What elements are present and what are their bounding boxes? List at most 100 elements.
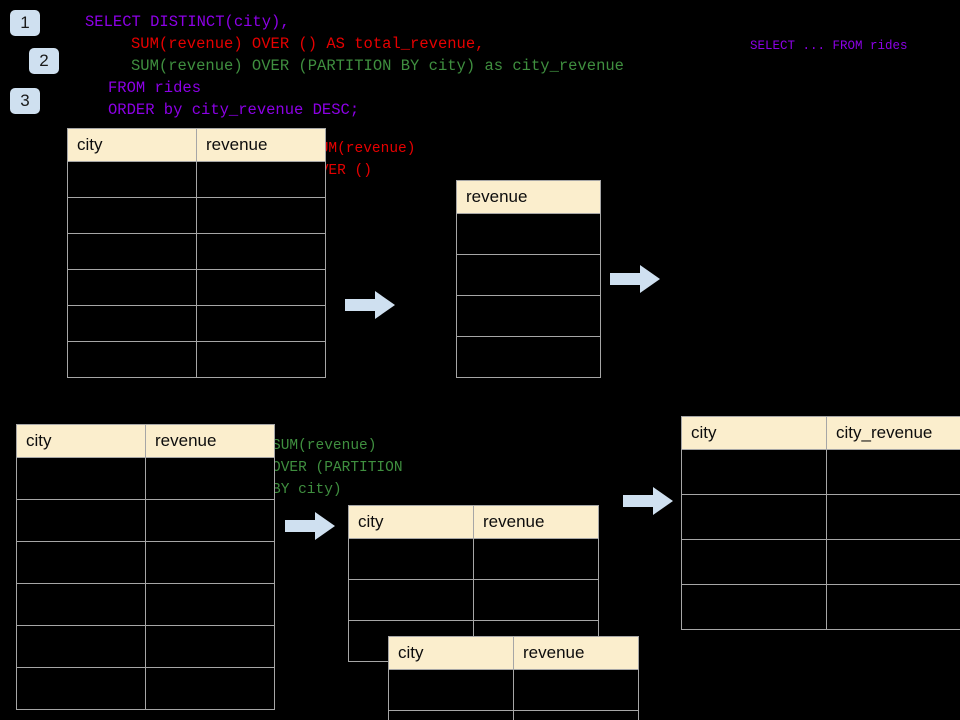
table-header-row: city revenue — [348, 505, 599, 539]
cell-revenue — [145, 583, 275, 626]
cell-revenue — [196, 341, 326, 378]
cell-city — [348, 538, 474, 580]
table-row — [67, 161, 326, 198]
step-badge-1: 1 — [10, 10, 40, 36]
table-row — [16, 583, 275, 626]
cell-city — [16, 457, 146, 500]
table-row — [456, 254, 601, 296]
sql-line-select: SELECT DISTINCT(city), — [85, 13, 290, 31]
column-header-city: city — [348, 505, 474, 539]
cell-city-revenue — [826, 584, 960, 630]
cell-city — [388, 710, 514, 720]
table-row — [348, 538, 599, 580]
cell-revenue — [513, 669, 639, 711]
cell-revenue — [473, 579, 599, 621]
annotation-total-revenue: SUM(revenue) OVER () — [311, 141, 416, 179]
table-result: city city_revenue — [681, 416, 960, 630]
cell-revenue — [145, 499, 275, 542]
flow-arrow-1 — [345, 291, 395, 324]
table-header-row: city revenue — [388, 636, 639, 670]
column-header-revenue: revenue — [473, 505, 599, 539]
cell-city — [16, 583, 146, 626]
cell-city — [67, 341, 197, 378]
table-row — [16, 541, 275, 584]
column-header-revenue: revenue — [196, 128, 326, 162]
cell-city — [16, 667, 146, 710]
flow-arrow-2 — [610, 265, 660, 298]
table-row — [67, 269, 326, 306]
cell-revenue — [196, 197, 326, 234]
cell-city — [16, 625, 146, 668]
step-badge-2: 2 — [29, 48, 59, 74]
cell-revenue — [145, 541, 275, 584]
table-row — [681, 449, 960, 495]
table-row — [67, 233, 326, 270]
cell-city — [67, 233, 197, 270]
cell-city-revenue — [826, 449, 960, 495]
table-row — [388, 669, 639, 711]
cell-city — [348, 579, 474, 621]
flow-arrow-3 — [285, 512, 335, 545]
table-row — [67, 197, 326, 234]
cell-revenue — [145, 667, 275, 710]
cell-city — [388, 669, 514, 711]
table-row — [681, 494, 960, 540]
table-header-row: city city_revenue — [681, 416, 960, 450]
cell-city — [67, 269, 197, 306]
table-source-top: city revenue — [67, 128, 326, 378]
table-partition-group-b: city revenue — [388, 636, 639, 720]
cell-revenue — [456, 254, 601, 296]
table-row — [456, 295, 601, 337]
table-header-row: revenue — [456, 180, 601, 214]
column-header-city: city — [681, 416, 827, 450]
cell-city-revenue — [826, 494, 960, 540]
cell-city — [16, 541, 146, 584]
table-row — [16, 499, 275, 542]
cell-revenue — [513, 710, 639, 720]
annotation-partition-by-city: SUM(revenue) OVER (PARTITION BY city) — [272, 438, 403, 498]
table-row — [16, 625, 275, 668]
cell-revenue — [196, 269, 326, 306]
flow-arrow-4 — [623, 487, 673, 520]
cell-revenue — [145, 625, 275, 668]
cell-revenue — [196, 233, 326, 270]
cell-city — [681, 449, 827, 495]
cell-revenue — [456, 295, 601, 337]
column-header-city-revenue: city_revenue — [826, 416, 960, 450]
cell-revenue — [196, 161, 326, 198]
sql-line-city-revenue: SUM(revenue) OVER (PARTITION BY city) as… — [131, 57, 624, 75]
column-header-revenue: revenue — [456, 180, 601, 214]
sql-side-note: SELECT ... FROM rides — [750, 39, 908, 53]
sql-line-order-by: ORDER by city_revenue DESC; — [108, 101, 360, 119]
table-source-bottom: city revenue — [16, 424, 275, 710]
cell-revenue — [456, 213, 601, 255]
table-header-row: city revenue — [16, 424, 275, 458]
cell-revenue — [196, 305, 326, 342]
table-header-row: city revenue — [67, 128, 326, 162]
cell-city — [681, 494, 827, 540]
table-row — [456, 336, 601, 378]
cell-city-revenue — [826, 539, 960, 585]
table-row — [456, 213, 601, 255]
table-row — [681, 539, 960, 585]
cell-revenue — [456, 336, 601, 378]
cell-revenue — [145, 457, 275, 500]
sql-line-total-revenue: SUM(revenue) OVER () AS total_revenue, — [131, 35, 485, 53]
cell-city — [67, 305, 197, 342]
table-row — [67, 305, 326, 342]
table-row — [681, 584, 960, 630]
column-header-city: city — [388, 636, 514, 670]
table-row — [348, 579, 599, 621]
column-header-revenue: revenue — [513, 636, 639, 670]
cell-revenue — [473, 538, 599, 580]
column-header-revenue: revenue — [145, 424, 275, 458]
cell-city — [681, 539, 827, 585]
cell-city — [67, 161, 197, 198]
sql-line-from: FROM rides — [108, 79, 202, 97]
table-row — [388, 710, 639, 720]
table-row — [16, 667, 275, 710]
column-header-city: city — [16, 424, 146, 458]
table-total-revenue: revenue — [456, 180, 601, 378]
cell-city — [16, 499, 146, 542]
